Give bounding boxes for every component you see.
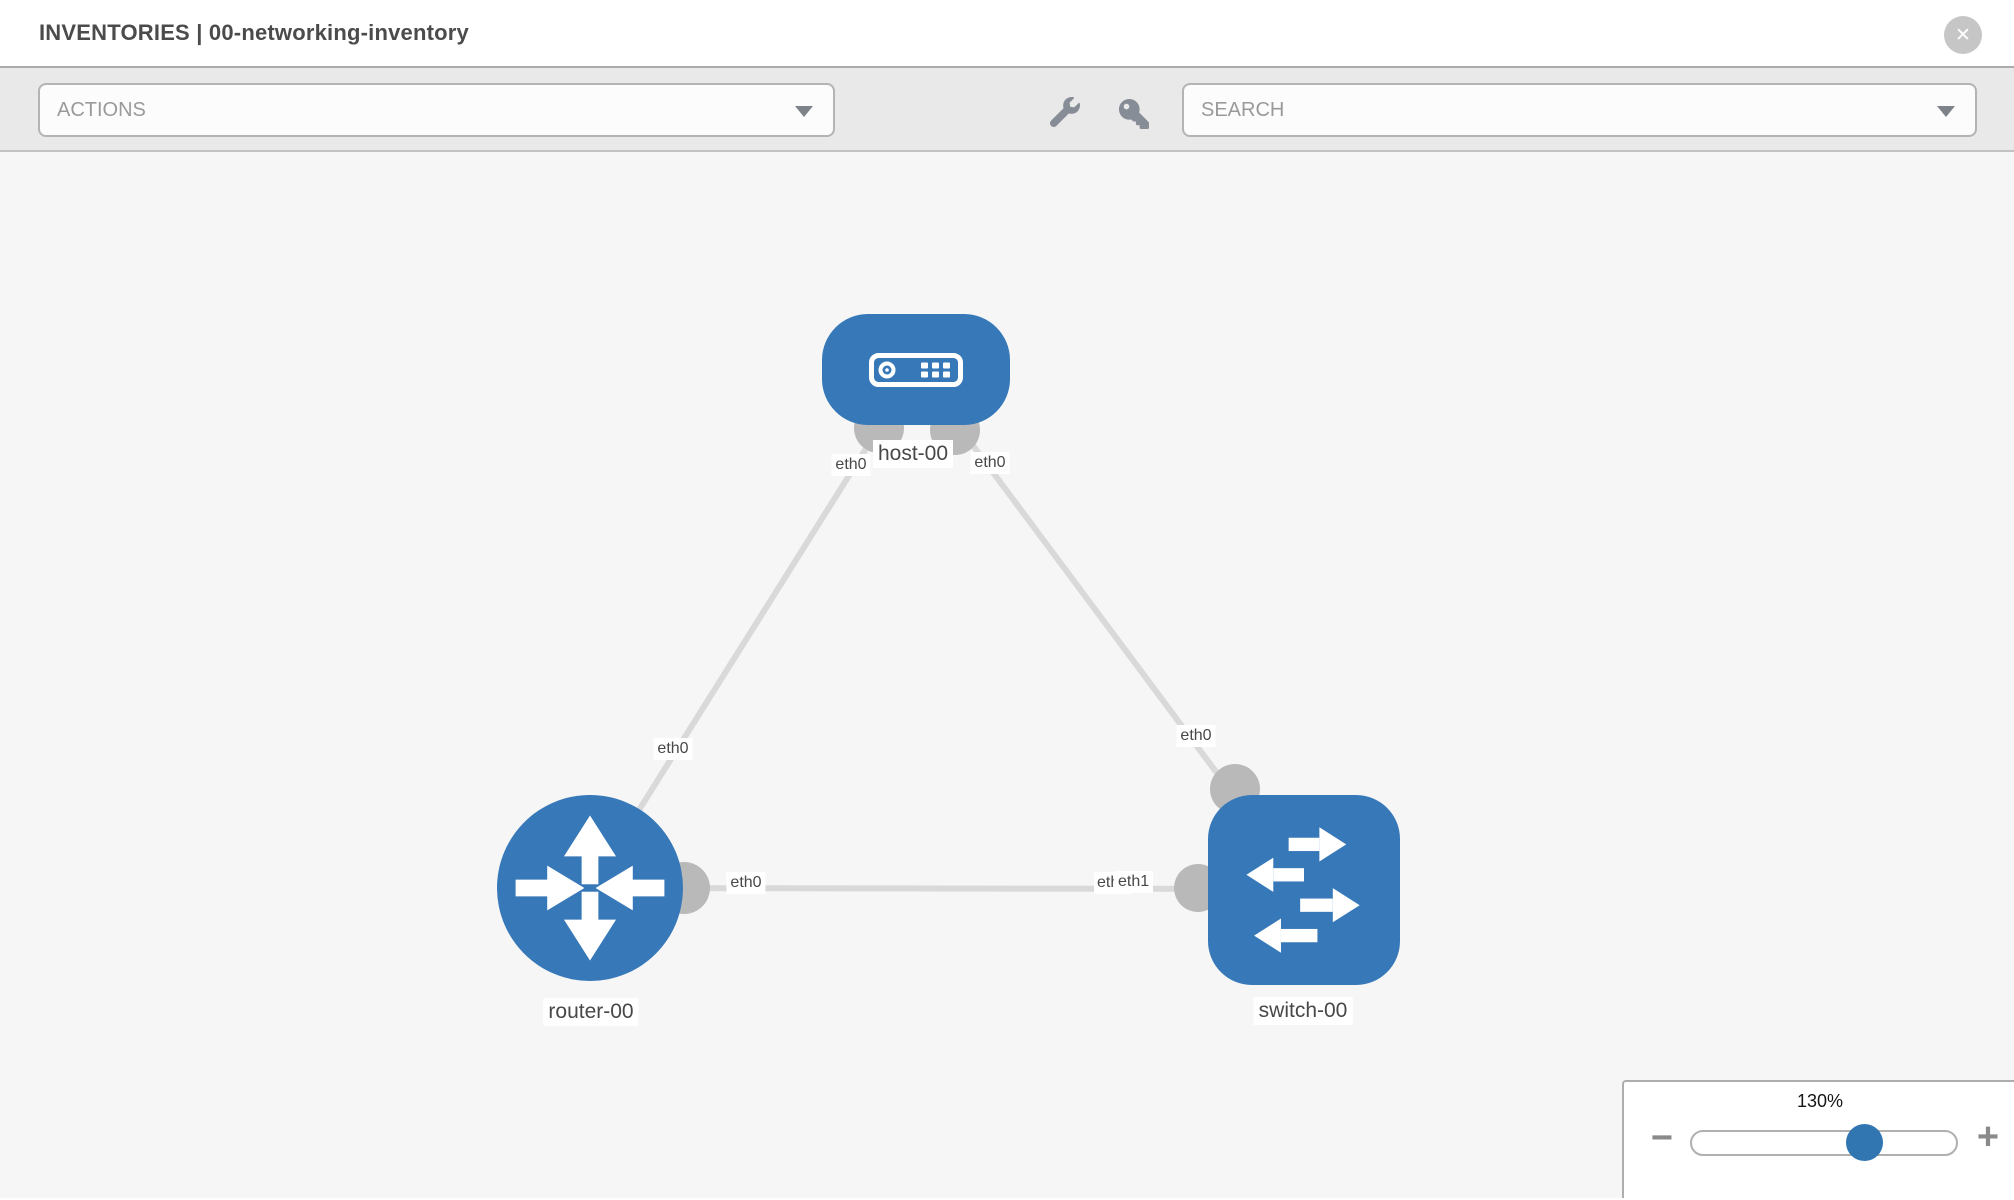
node-label-router: router-00 [543, 998, 639, 1026]
topology-canvas[interactable]: host-00 router-00 switch-00 eth0 eth0 et… [0, 152, 2014, 1198]
host-icon [869, 352, 963, 387]
interface-label: eth0 [726, 872, 766, 894]
wrench-icon[interactable] [1049, 97, 1080, 132]
search-placeholder: SEARCH [1201, 98, 1285, 121]
links-layer [587, 367, 1307, 914]
zoom-out-button[interactable]: − [1650, 1117, 1674, 1159]
actions-dropdown-label: ACTIONS [57, 98, 146, 121]
node-router-00[interactable] [497, 795, 683, 981]
interface-label: eth0 [970, 452, 1010, 474]
chevron-down-icon [795, 106, 813, 117]
chevron-down-icon [1937, 106, 1955, 117]
node-switch-00[interactable] [1208, 795, 1400, 985]
zoom-in-button[interactable]: + [1976, 1116, 2000, 1158]
toolbar: ACTIONS SEARCH [0, 68, 2014, 152]
header: INVENTORIES | 00-networking-inventory ✕ [0, 0, 2014, 68]
node-label-switch: switch-00 [1253, 997, 1353, 1025]
router-icon [515, 815, 665, 961]
switch-icon [1246, 827, 1360, 953]
close-icon: ✕ [1955, 24, 1971, 46]
zoom-level-readout: 130% [1796, 1091, 1844, 1111]
search-dropdown[interactable]: SEARCH [1182, 83, 1977, 137]
node-label-host: host-00 [872, 440, 954, 468]
actions-dropdown[interactable]: ACTIONS [38, 83, 835, 137]
zoom-panel: 130% − + [1622, 1080, 2014, 1198]
page-title: INVENTORIES | 00-networking-inventory [39, 20, 469, 45]
zoom-slider-thumb[interactable] [1846, 1124, 1883, 1161]
zoom-slider-track[interactable] [1690, 1130, 1958, 1156]
node-host-00[interactable] [822, 314, 1010, 425]
interface-label: eth0 [653, 738, 693, 760]
interface-label: eth1 [1114, 871, 1154, 893]
close-button[interactable]: ✕ [1944, 16, 1982, 54]
key-icon[interactable] [1119, 99, 1149, 134]
interface-label: eth0 [1176, 725, 1216, 747]
interface-label: eth0 [831, 454, 871, 476]
